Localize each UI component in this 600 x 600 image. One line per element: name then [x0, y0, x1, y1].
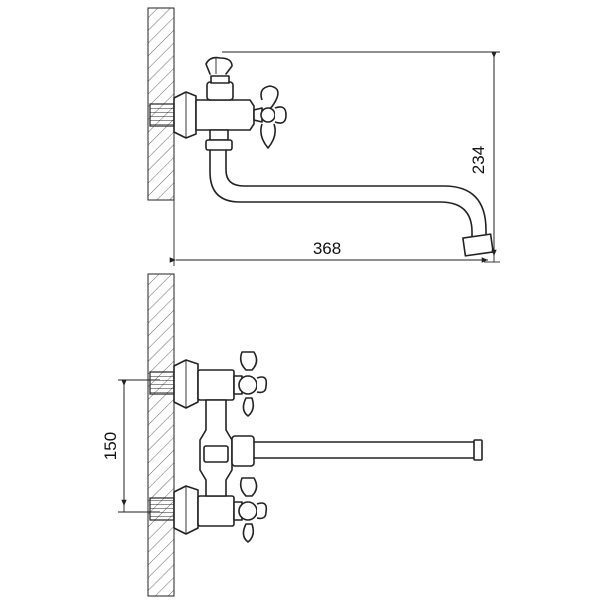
aerator-side — [462, 233, 494, 257]
handle-cross-side — [253, 85, 287, 149]
spout-side — [209, 149, 473, 241]
thread-connector-side — [149, 103, 175, 127]
thread-connector-upper — [149, 371, 175, 395]
spout-front — [253, 441, 481, 453]
shower-holder-hook — [205, 56, 233, 75]
mixer-body-side — [195, 99, 255, 131]
side-view: 234 368 — [147, 7, 500, 266]
dimension-reach-label: 368 — [313, 239, 341, 258]
thread-connector-lower — [149, 497, 175, 521]
dimension-reach: 368 — [169, 200, 488, 266]
dimension-center-distance: 150 — [101, 379, 160, 513]
handle-upper — [238, 351, 268, 417]
front-view: 150 — [101, 273, 483, 597]
handle-lower — [238, 477, 268, 543]
dimension-center-distance-label: 150 — [101, 432, 120, 460]
eccentric-nut-side — [173, 91, 197, 139]
dimension-height-label: 234 — [469, 146, 488, 174]
dimension-height: 234 — [222, 51, 500, 263]
wall-section-bottom — [147, 273, 175, 597]
